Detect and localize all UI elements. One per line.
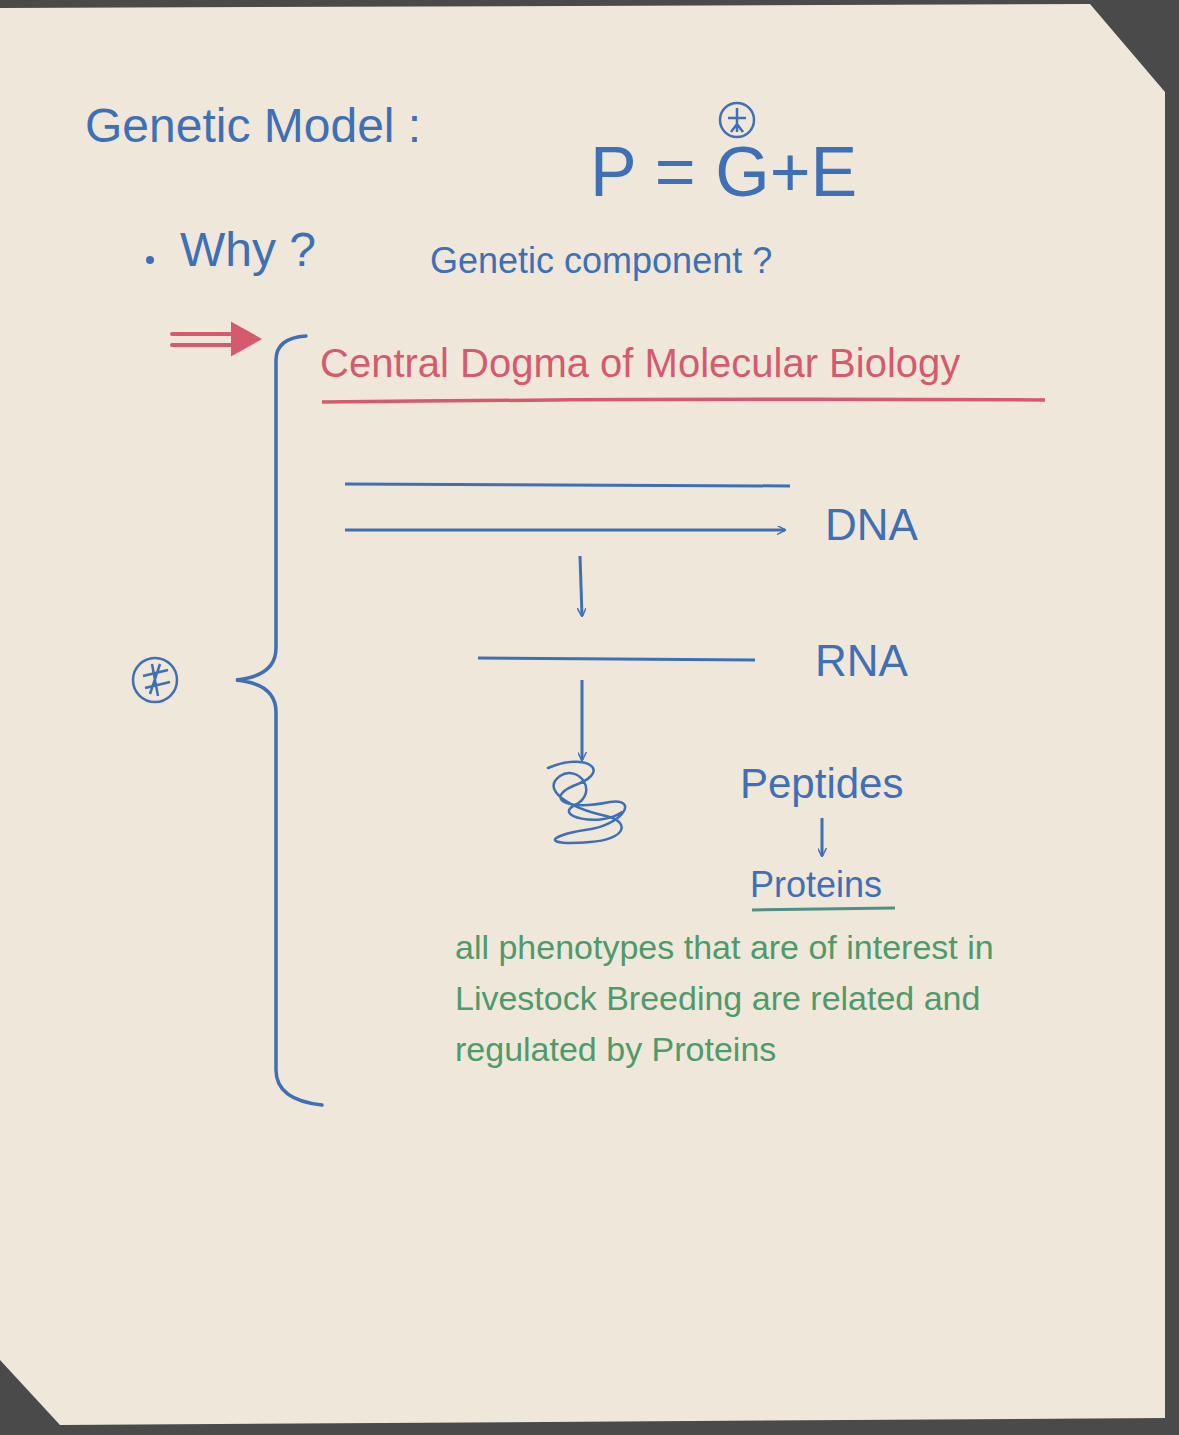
title: Genetic Model : [85, 98, 421, 153]
equation: P = G+E [590, 132, 857, 213]
curly-brace [236, 336, 322, 1105]
implies-arrow [172, 325, 258, 353]
molecule-label: DNA [825, 500, 918, 551]
dna-strand [345, 529, 785, 532]
underline [322, 399, 1045, 402]
molecule-label: RNA [815, 636, 908, 687]
dna-strand [345, 484, 790, 486]
question: Why ? [180, 222, 316, 277]
underline [752, 908, 895, 910]
bullet-dot [146, 256, 154, 264]
heading: Central Dogma of Molecular Biology [320, 340, 960, 386]
board-surface [0, 4, 1165, 1425]
circled-symbol [133, 658, 177, 702]
flow-arrow [821, 818, 824, 856]
note: all phenotypes that are of interest in L… [455, 922, 1075, 1075]
molecule-label: Proteins [750, 864, 882, 905]
question: Genetic component ? [430, 240, 772, 281]
protein-scribble [548, 762, 625, 843]
molecule-label: Peptides [740, 760, 903, 808]
circled-symbol [720, 103, 754, 137]
rna-strand [478, 658, 755, 660]
flow-arrow [581, 680, 584, 760]
flow-arrow [580, 556, 582, 616]
